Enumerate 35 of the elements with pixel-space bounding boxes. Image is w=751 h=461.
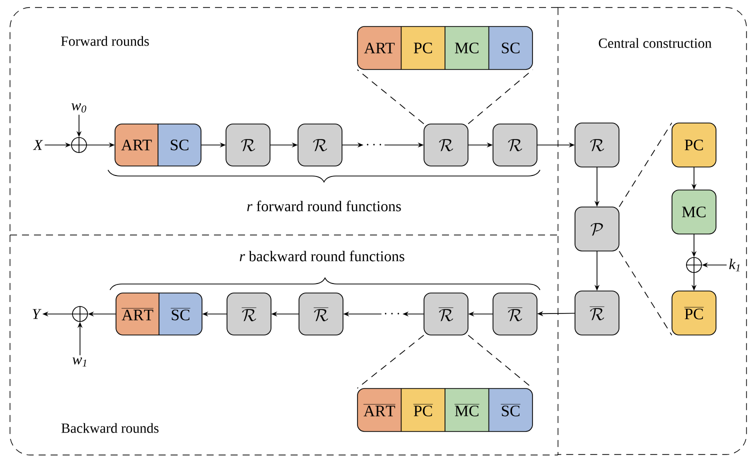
layer-box: ART SC (114, 124, 202, 166)
layer-box: ART PC MC SC (357, 26, 533, 70)
dashed-line (356, 69, 424, 124)
brace-label: r backward round functions (240, 250, 404, 262)
round-box: $\mathcal{R}$ (298, 124, 342, 166)
round-box: $\mathcal{R}$ (492, 124, 538, 166)
xor-symbol (686, 256, 702, 274)
round-box: $\overline{\mathcal{R}}$ (424, 292, 468, 336)
round-box: MC (672, 190, 716, 234)
dashed-line (618, 122, 672, 208)
layer-box: $\overline{\mathrm{ART}}$ $\overline{\mathrm{PC}}$ $\overline{\mathrm{MC}}$ $\overline{\mathrm{SC}}$ (357, 388, 533, 432)
dots: $\cdots$ (366, 144, 382, 146)
variable-label: k$_{1}$ (729, 258, 740, 272)
round-box: $\overline{\mathcal{R}}$ (298, 292, 344, 336)
round-box: $\mathcal{R}$ (226, 124, 270, 166)
round-box: $\mathcal{R}$ (574, 122, 620, 168)
xor-symbol (70, 136, 88, 154)
variable-label: w$_{1}$ (72, 357, 86, 366)
brace-label: r forward round functions (247, 200, 401, 212)
round-box: $\mathcal{P}$ (574, 206, 620, 252)
variable-label: Y (32, 309, 42, 319)
variable-label: w$_{0}$ (72, 103, 86, 113)
dots: $\cdots$ (384, 312, 400, 314)
round-box: $\overline{\mathcal{R}}$ (574, 290, 620, 336)
round-box: $\overline{\mathrm{PC}}$ (672, 290, 716, 336)
round-box: PC (672, 122, 716, 168)
dashed-line (468, 69, 534, 124)
round-box: $\overline{\mathcal{R}}$ (492, 292, 538, 336)
dashed-line (356, 334, 424, 389)
round-box: $\overline{\mathcal{R}}$ (226, 292, 272, 336)
xor-symbol (72, 306, 88, 322)
dashed-line (618, 250, 672, 336)
round-box: $\mathcal{R}$ (424, 124, 468, 166)
variable-label: X (32, 140, 44, 150)
layer-box: $\overline{\mathrm{ART}}$ $\overline{\mathrm{SC}}$ (116, 292, 202, 336)
